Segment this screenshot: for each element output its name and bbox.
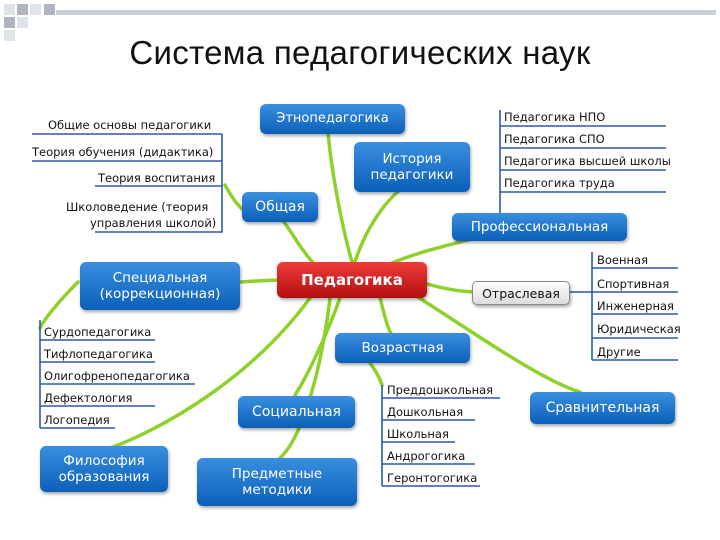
general-item: управления школой) (90, 216, 217, 230)
professional-item: Педагогика СПО (504, 132, 605, 146)
node-history-line1: История (382, 150, 442, 167)
special-item: Олигофренопедагогика (44, 369, 190, 383)
special-item: Дефектология (44, 391, 133, 405)
general-item: Общие основы педагогики (48, 118, 212, 132)
general-item: Теория обучения (дидактика) (32, 145, 214, 159)
professional-item: Педагогика НПО (504, 110, 606, 124)
corner-square (44, 4, 55, 15)
node-history-line2: педагогики (370, 167, 454, 183)
node-general-label: Общая (255, 198, 305, 215)
professional-item: Педагогика труда (504, 176, 615, 190)
special-item: Тифлопедагогика (44, 347, 153, 361)
node-pedagogy-center: Педагогика (277, 262, 427, 298)
page-title: Система педагогических наук (129, 34, 591, 71)
corner-square (4, 17, 15, 28)
age-item: Геронтогогика (387, 471, 478, 485)
node-age-label: Возрастная (361, 339, 444, 356)
node-history: История педагогики (354, 142, 470, 192)
node-special-line1: Специальная (112, 269, 208, 286)
special-item: Логопедия (44, 413, 110, 427)
corner-square (17, 4, 28, 15)
branch-item: Спортивная (597, 277, 670, 291)
node-subject-methods-line2: методики (242, 482, 312, 498)
general-item: Теория воспитания (98, 171, 216, 185)
corner-square (30, 4, 41, 15)
corner-square (17, 17, 28, 28)
node-social-label: Социальная (252, 403, 341, 420)
node-comparative-label: Сравнительная (545, 399, 660, 416)
node-professional-label: Профессиональная (470, 218, 609, 235)
node-subject-methods: Предметные методики (197, 458, 357, 506)
node-social: Социальная (238, 396, 355, 428)
node-philosophy: Философия образования (40, 446, 168, 492)
node-branch: Отраслевая (472, 281, 570, 305)
node-subject-methods-line1: Предметные (231, 465, 323, 482)
node-special: Специальная (коррекционная) (80, 262, 240, 310)
node-philosophy-line1: Философия (63, 452, 145, 469)
age-item: Школьная (387, 427, 449, 441)
corner-square (4, 4, 15, 15)
node-age: Возрастная (335, 333, 470, 363)
node-pedagogy-center-label: Педагогика (301, 271, 403, 289)
node-ethnopedagogy-label: Этнопедагогика (276, 111, 389, 127)
node-general: Общая (242, 192, 318, 222)
header-bar (56, 10, 716, 15)
branch-item: Военная (597, 253, 649, 267)
general-item: Школоведение (теория (66, 200, 209, 214)
node-special-line2: (коррекционная) (99, 286, 221, 302)
branch-item: Другие (597, 345, 641, 359)
corner-square (4, 30, 15, 41)
age-item: Дошкольная (387, 405, 464, 419)
branch-item: Инженерная (597, 299, 674, 313)
age-item: Преддошкольная (387, 383, 494, 397)
age-item: Андрогогика (387, 449, 466, 463)
node-branch-label: Отраслевая (482, 285, 560, 301)
special-item: Сурдопедагогика (44, 325, 152, 339)
branch-item: Юридическая (597, 322, 681, 336)
node-ethnopedagogy: Этнопедагогика (260, 104, 405, 134)
professional-item: Педагогика высшей школы (504, 154, 671, 168)
node-philosophy-line2: образования (58, 469, 150, 485)
node-professional: Профессиональная (452, 213, 627, 241)
node-comparative: Сравнительная (530, 392, 675, 424)
